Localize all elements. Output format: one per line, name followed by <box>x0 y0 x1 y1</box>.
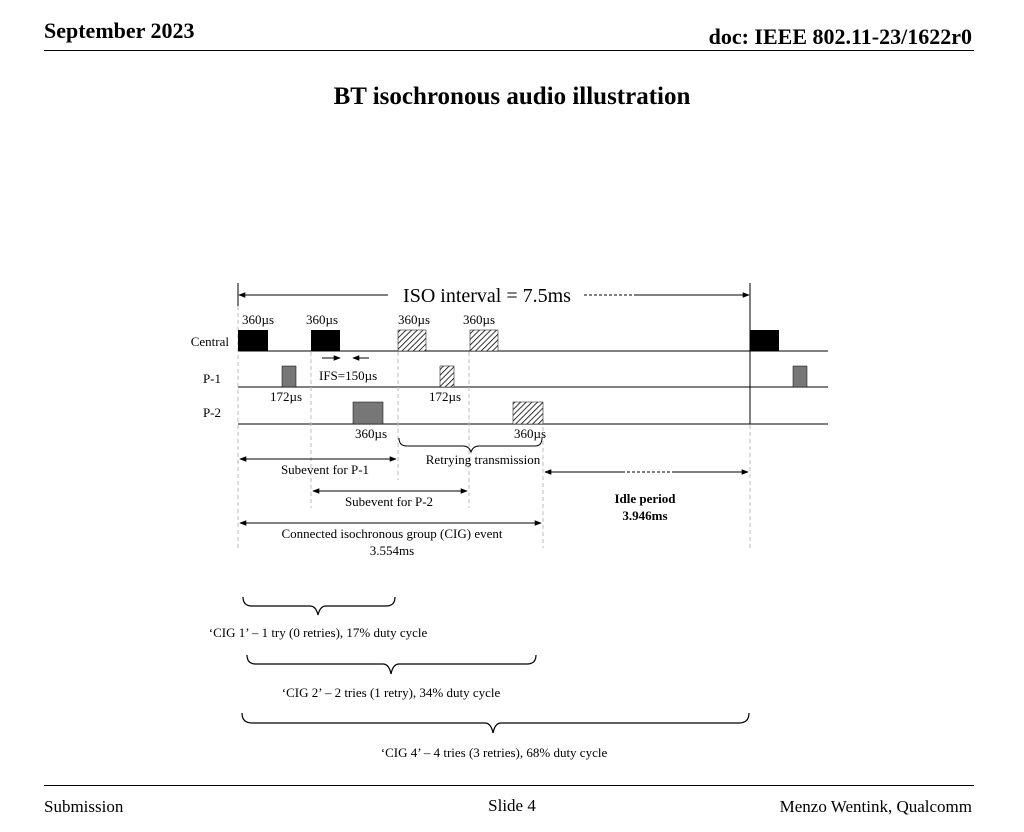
cig-event-label: Connected isochronous group (CIG) event <box>282 526 503 541</box>
slide-title: BT isochronous audio illustration <box>333 83 691 110</box>
ifs-label: IFS=150µs <box>319 368 377 383</box>
header-rule <box>44 50 974 51</box>
cig1-brace <box>242 596 396 616</box>
row-label-p2: P-2 <box>203 405 221 420</box>
footer-slide-number: Slide 4 <box>488 796 536 815</box>
p2-packet-1 <box>352 401 384 425</box>
duration-p1-2: 172µs <box>429 389 461 404</box>
duration-p2-2: 360µs <box>514 426 546 441</box>
subevent-p2-label: Subevent for P-2 <box>345 494 433 509</box>
duration-p1-1: 172µs <box>270 389 302 404</box>
cig4-label: ‘CIG 4’ – 4 tries (3 retries), 68% duty … <box>381 745 608 760</box>
row-label-p1: P-1 <box>203 371 221 386</box>
cig4-brace <box>241 712 750 734</box>
p1-packet-next-interval <box>792 365 808 388</box>
header-doc-id: doc: IEEE 802.11-23/1622r0 <box>708 24 972 49</box>
duration-central-4: 360µs <box>463 312 495 327</box>
duration-p2-1: 360µs <box>355 426 387 441</box>
footer-submission: Submission <box>44 797 124 816</box>
central-packet-2 <box>311 330 340 351</box>
central-packet-next-interval <box>750 330 779 351</box>
cig1-label: ‘CIG 1’ – 1 try (0 retries), 17% duty cy… <box>209 625 428 640</box>
idle-period-value: 3.946ms <box>622 508 667 523</box>
iso-interval-label: ISO interval = 7.5ms <box>403 285 571 307</box>
duration-central-3: 360µs <box>398 312 430 327</box>
footer-rule <box>44 785 974 786</box>
row-label-central: Central <box>191 334 230 349</box>
cig-event-value: 3.554ms <box>370 543 414 558</box>
central-packet-4-retry <box>469 329 499 352</box>
p1-packet-2-retry <box>439 365 455 388</box>
central-packet-3-retry <box>397 329 427 352</box>
duration-central-1: 360µs <box>242 312 274 327</box>
p2-packet-2-retry <box>512 401 544 425</box>
header-date: September 2023 <box>44 18 195 43</box>
central-packet-1 <box>238 330 268 351</box>
duration-central-2: 360µs <box>306 312 338 327</box>
idle-period-label: Idle period <box>614 491 676 506</box>
footer-author: Menzo Wentink, Qualcomm <box>779 797 972 816</box>
cig2-label: ‘CIG 2’ – 2 tries (1 retry), 34% duty cy… <box>282 685 501 700</box>
p1-packet-1 <box>281 365 297 388</box>
subevent-p1-label: Subevent for P-1 <box>281 462 369 477</box>
cig2-brace <box>246 654 537 675</box>
retrying-transmission-label: Retrying transmission <box>426 452 541 467</box>
retrying-brace <box>398 437 543 454</box>
